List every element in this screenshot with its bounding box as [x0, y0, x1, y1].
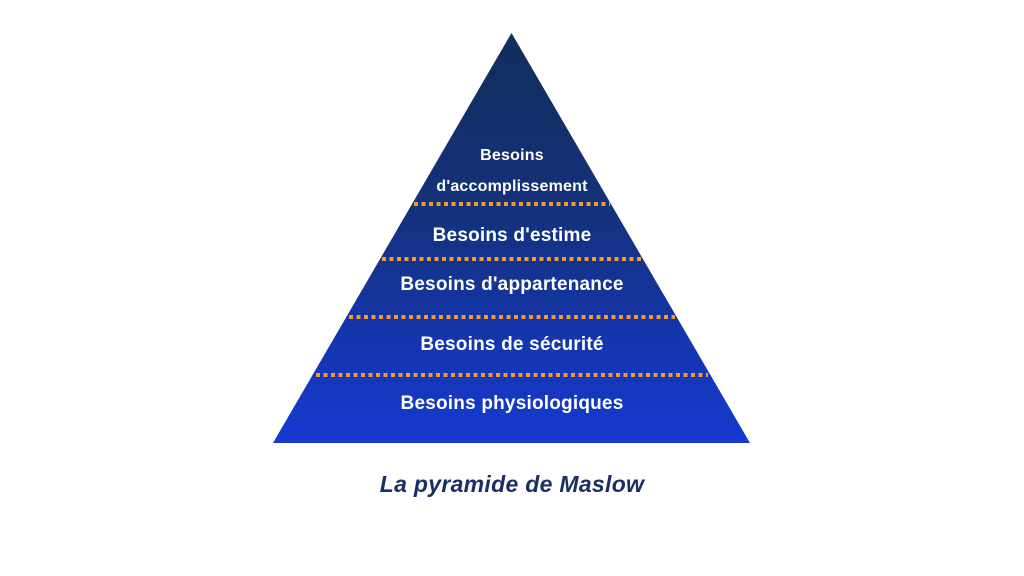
pyramid-level-securite-label: Besoins de sécurité — [420, 334, 604, 355]
pyramid-level-accomplissement-label: Besoins d'accomplissement — [436, 147, 588, 195]
level-divider-dotted-line — [316, 373, 708, 377]
pyramid-level-physiologiques-label: Besoins physiologiques — [400, 393, 624, 414]
figure-title: La pyramide de Maslow — [379, 471, 645, 497]
level-divider-dotted-line — [414, 202, 610, 206]
level-divider-dotted-line — [382, 257, 642, 261]
level-divider-dotted-line — [349, 315, 675, 319]
pyramid-level-estime-label: Besoins d'estime — [432, 225, 592, 246]
pyramid-level-appartenance-label: Besoins d'appartenance — [400, 274, 624, 295]
